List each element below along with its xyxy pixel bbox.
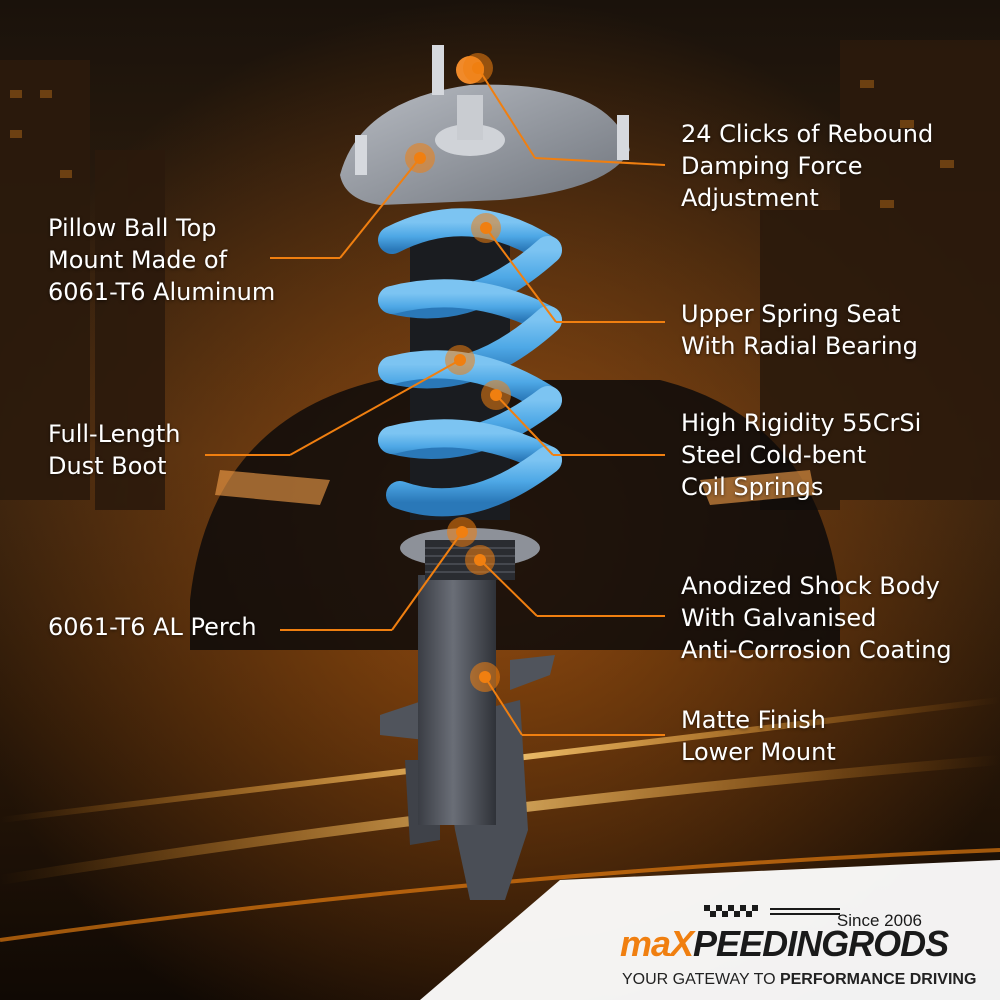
brand-name: maXPEEDINGRODS: [620, 923, 949, 965]
brand-logo: Since 2006 maXPEEDINGRODS YOUR GATEWAY T…: [612, 905, 976, 995]
feature-coil-springs: High Rigidity 55CrSi Steel Cold-bent Coi…: [681, 407, 921, 503]
brand-since: Since 2006: [836, 911, 922, 930]
feature-line: 6061-T6 AL Perch: [48, 613, 257, 641]
feature-line: Anodized Shock Body: [681, 572, 940, 600]
feature-dust-boot: Full-Length Dust Boot: [48, 418, 180, 482]
feature-line: 24 Clicks of Rebound: [681, 120, 934, 148]
feature-line: Adjustment: [681, 184, 819, 212]
feature-line: Matte Finish: [681, 706, 826, 734]
feature-line: With Galvanised: [681, 604, 877, 632]
brand-name-prefix: maX: [620, 923, 694, 964]
feature-top-mount: Pillow Ball Top Mount Made of 6061-T6 Al…: [48, 212, 275, 308]
feature-lower-mount: Matte Finish Lower Mount: [681, 704, 836, 768]
feature-line: 6061-T6 Aluminum: [48, 278, 276, 306]
feature-line: High Rigidity 55CrSi: [681, 409, 922, 437]
feature-line: Damping Force: [681, 152, 863, 180]
feature-line: Steel Cold-bent: [681, 441, 867, 469]
brand-tagline-strong: PERFORMANCE DRIVING: [779, 971, 977, 988]
feature-line: Anti-Corrosion Coating: [681, 636, 952, 664]
feature-line: Coil Springs: [681, 473, 824, 501]
shock-body: [418, 575, 496, 825]
brand-tagline: YOUR GATEWAY TO PERFORMANCE DRIVING: [622, 971, 976, 989]
checkered-flag-icon: [704, 905, 840, 917]
brand-tagline-light: YOUR GATEWAY TO: [622, 971, 780, 988]
feature-line: With Radial Bearing: [681, 332, 918, 360]
brand-name-suffix: PEEDINGRODS: [693, 923, 949, 964]
feature-line: Full-Length: [48, 420, 181, 448]
feature-spring-seat: Upper Spring Seat With Radial Bearing: [681, 298, 918, 362]
feature-shock-body: Anodized Shock Body With Galvanised Anti…: [681, 570, 952, 666]
feature-rebound-adjustment: 24 Clicks of Rebound Damping Force Adjus…: [681, 118, 933, 214]
feature-line: Lower Mount: [681, 738, 836, 766]
feature-line: Upper Spring Seat: [681, 300, 901, 328]
feature-line: Dust Boot: [48, 452, 167, 480]
feature-line: Mount Made of: [48, 246, 228, 274]
feature-line: Pillow Ball Top: [48, 214, 217, 242]
feature-perch: 6061-T6 AL Perch: [48, 611, 257, 643]
